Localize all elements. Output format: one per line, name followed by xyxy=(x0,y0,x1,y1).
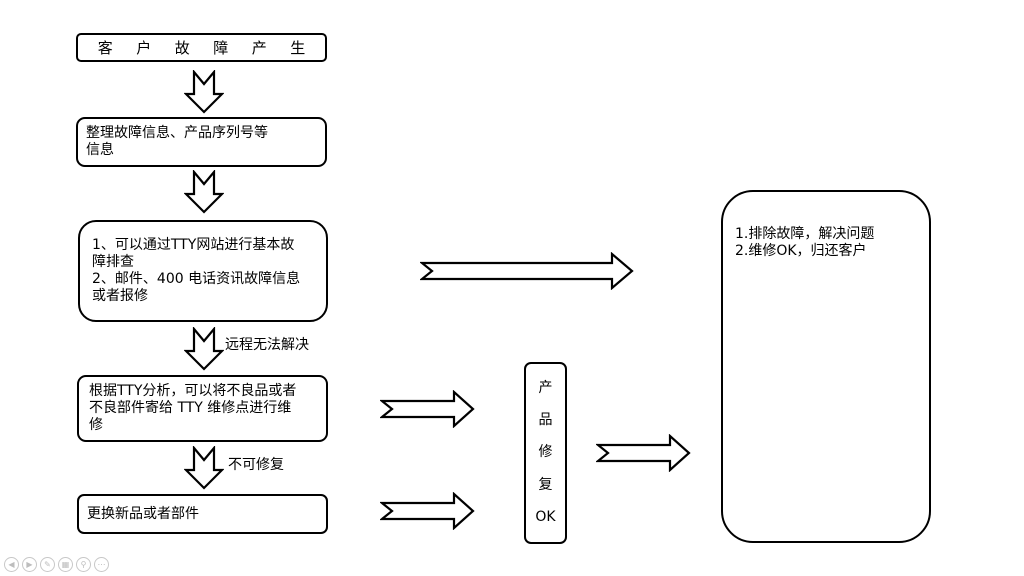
repair-line: 不良部件寄给 TTY 维修点进行维 xyxy=(89,400,292,416)
right-arrow-icon xyxy=(420,252,634,290)
remote-line: 2、邮件、400 电话资讯故障信息 xyxy=(92,271,301,287)
start-char: 户 xyxy=(136,39,152,57)
replace-box: 更换新品或者部件 xyxy=(77,494,328,534)
down-arrow-icon xyxy=(184,170,224,214)
send-for-repair-box: 根据TTY分析，可以将不良品或者 不良部件寄给 TTY 维修点进行维 修 xyxy=(77,375,328,442)
start-char: 客 xyxy=(97,39,113,57)
repair-line: 根据TTY分析，可以将不良品或者 xyxy=(89,383,297,399)
repair-ok-char: OK xyxy=(535,509,556,526)
start-char: 故 xyxy=(174,39,190,57)
result-line: 2.维修OK，归还客户 xyxy=(735,243,867,259)
collect-info-line: 整理故障信息、产品序列号等 xyxy=(86,125,268,141)
repair-ok-char: 修 xyxy=(538,444,553,461)
repair-ok-char: 产 xyxy=(538,379,553,396)
down-arrow-icon xyxy=(184,327,224,371)
down-arrow-icon xyxy=(184,70,224,114)
remote-line: 障排查 xyxy=(92,254,134,270)
zoom-icon[interactable]: ⚲ xyxy=(76,557,91,572)
start-char: 障 xyxy=(213,39,229,57)
right-arrow-icon xyxy=(380,390,475,428)
repair-ok-char: 品 xyxy=(538,412,553,429)
start-box: 客 户 故 障 产 生 xyxy=(76,33,327,62)
prev-icon[interactable]: ◀ xyxy=(4,557,19,572)
collect-info-line: 信息 xyxy=(86,142,114,158)
remote-line: 或者报修 xyxy=(92,288,148,304)
pen-icon[interactable]: ✎ xyxy=(40,557,55,572)
arrow-label-unrepairable: 不可修复 xyxy=(228,457,284,473)
repair-line: 修 xyxy=(89,417,103,433)
down-arrow-icon xyxy=(184,446,224,490)
right-arrow-icon xyxy=(380,492,475,530)
slides-icon[interactable]: ▦ xyxy=(58,557,73,572)
slide-controls: ◀ ▶ ✎ ▦ ⚲ ⋯ xyxy=(4,557,109,572)
remote-troubleshoot-box: 1、可以通过TTY网站进行基本故 障排查 2、邮件、400 电话资讯故障信息 或… xyxy=(78,220,328,322)
repair-ok-box: 产 品 修 复 OK xyxy=(524,362,567,544)
arrow-label-remote-failed: 远程无法解决 xyxy=(225,337,309,353)
repair-ok-char: 复 xyxy=(538,476,553,493)
remote-line: 1、可以通过TTY网站进行基本故 xyxy=(92,237,295,253)
next-icon[interactable]: ▶ xyxy=(22,557,37,572)
replace-text: 更换新品或者部件 xyxy=(87,506,199,522)
result-line: 1.排除故障，解决问题 xyxy=(735,226,875,242)
more-icon[interactable]: ⋯ xyxy=(94,557,109,572)
start-char: 产 xyxy=(251,39,267,57)
result-box: 1.排除故障，解决问题 2.维修OK，归还客户 xyxy=(721,190,931,543)
collect-info-box: 整理故障信息、产品序列号等 信息 xyxy=(76,117,327,167)
start-char: 生 xyxy=(290,39,306,57)
right-arrow-icon xyxy=(596,434,691,472)
